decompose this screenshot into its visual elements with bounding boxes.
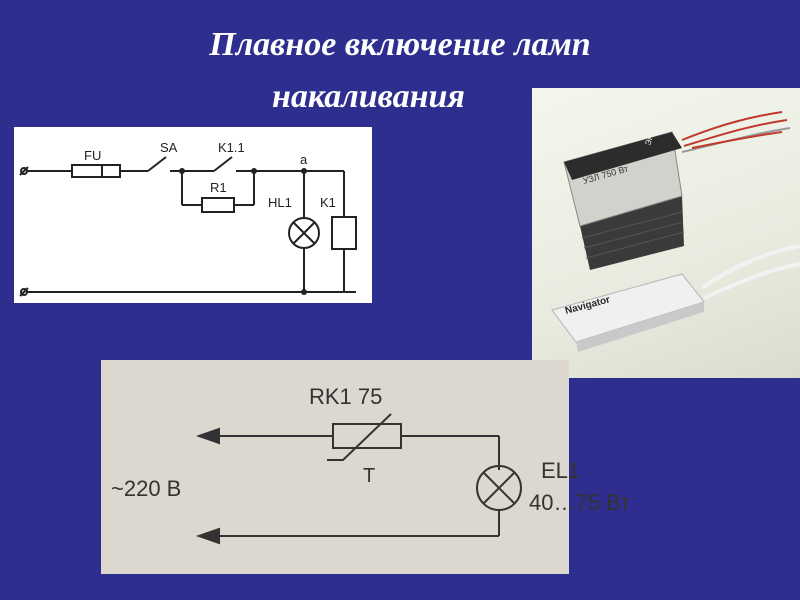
label-sa: SA: [160, 140, 178, 155]
label-rk1: RK1 75: [309, 384, 382, 409]
device-1: УЗЛ 750 Вт ЭРА: [563, 128, 685, 270]
softstart-devices-photo: УЗЛ 750 Вт ЭРА Navigator: [532, 88, 800, 378]
resistor-r1-symbol: [201, 197, 235, 213]
label-r1: R1: [210, 180, 227, 195]
slide-title-line1: Плавное включение ламп: [209, 26, 591, 63]
relay-softstart-schematic: FU SA K1.1 R1 a HL1 K1: [14, 127, 372, 303]
relay-contact-symbol: [213, 156, 233, 172]
node-junction-1: [179, 168, 185, 174]
thermistor-softstart-schematic: RK1 75 T ~220 В EL1 40…75 Вт: [101, 360, 630, 574]
switch-sa-symbol: [147, 156, 167, 172]
node-junction-2: [251, 168, 257, 174]
label-t: T: [363, 465, 375, 487]
label-k1-1: K1.1: [218, 140, 245, 155]
label-lamp-power: 40…75 Вт: [529, 490, 630, 515]
node-junction-3: [301, 289, 307, 295]
device-2: Navigator: [551, 273, 705, 352]
label-fu: FU: [84, 148, 101, 163]
relay-coil-k1-symbol: [331, 216, 357, 250]
label-node-a: a: [300, 152, 308, 167]
slide-title-line2: накаливания: [272, 78, 465, 115]
label-source: ~220 В: [111, 476, 181, 501]
node-a-dot: [301, 168, 307, 174]
fuse-symbol: [71, 164, 121, 178]
label-hl1: HL1: [268, 195, 292, 210]
label-k1: K1: [320, 195, 336, 210]
label-el1: EL1: [541, 458, 580, 483]
